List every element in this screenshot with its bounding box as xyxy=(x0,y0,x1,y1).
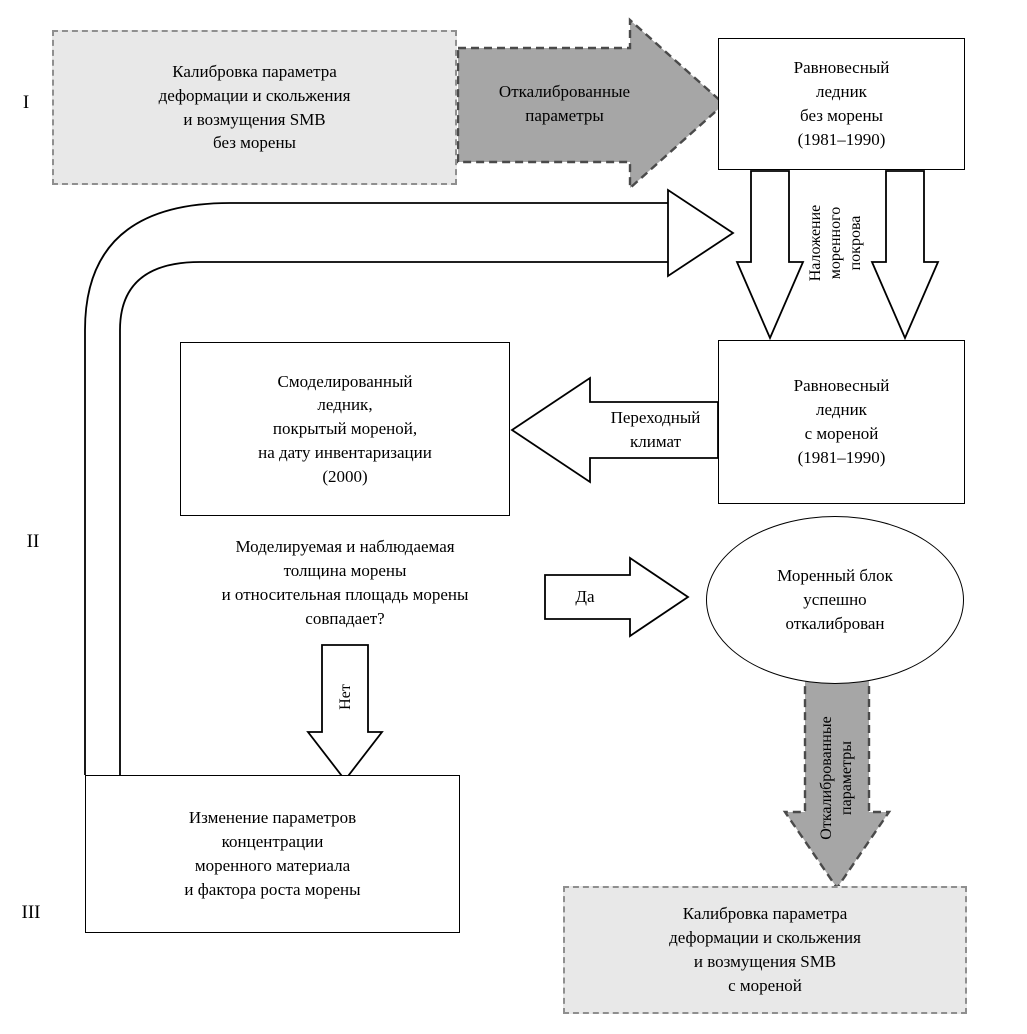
question-text: Моделируемая и наблюдаемая толщина морен… xyxy=(221,537,469,628)
box-calibration-with-moraine: Калибровка параметра деформации и скольж… xyxy=(563,886,967,1014)
calibrated-params-right-arrow xyxy=(456,17,726,191)
box-change-parameters: Изменение параметров концентрации моренн… xyxy=(85,775,460,933)
label-calibrated-params-top: Откалиброванные параметры xyxy=(498,82,631,125)
box-equilibrium-with-moraine: Равновесный ледник с мореной (1981–1990) xyxy=(718,340,965,504)
box-modeled-glacier: Смоделированный ледник, покрытый мореной… xyxy=(180,342,510,516)
calibrated-params-down-arrow xyxy=(782,670,892,891)
no-arrow xyxy=(306,644,384,782)
label-no: Нет xyxy=(337,684,354,710)
stage-label-1: I xyxy=(22,92,30,113)
loop-arrow-inner-line xyxy=(119,261,668,775)
yes-arrow xyxy=(544,556,690,638)
loop-arrowhead xyxy=(667,188,735,278)
loop-arrow-outer-line xyxy=(84,202,668,775)
box-equilibrium-no-moraine: Равновесный ледник без морены (1981–1990… xyxy=(718,38,965,170)
box-calibration-no-moraine: Калибровка параметра деформации и скольж… xyxy=(52,30,457,185)
overlay-down-arrow-left xyxy=(735,170,805,341)
label-calibrated-params-down: Откалиброванные параметры xyxy=(818,716,855,840)
transitional-climate-arrow xyxy=(510,376,719,484)
stage-label-2: II xyxy=(26,531,40,552)
label-yes: Да xyxy=(575,587,595,606)
stage-label-3: III xyxy=(21,902,41,923)
label-transitional-climate: Переходный климат xyxy=(610,408,701,451)
overlay-down-arrow-right xyxy=(870,170,940,341)
label-moraine-overlay: Наложение моренного покрова xyxy=(807,204,864,282)
ellipse-moraine-calibrated: Моренный блок успешно откалиброван xyxy=(706,516,964,684)
